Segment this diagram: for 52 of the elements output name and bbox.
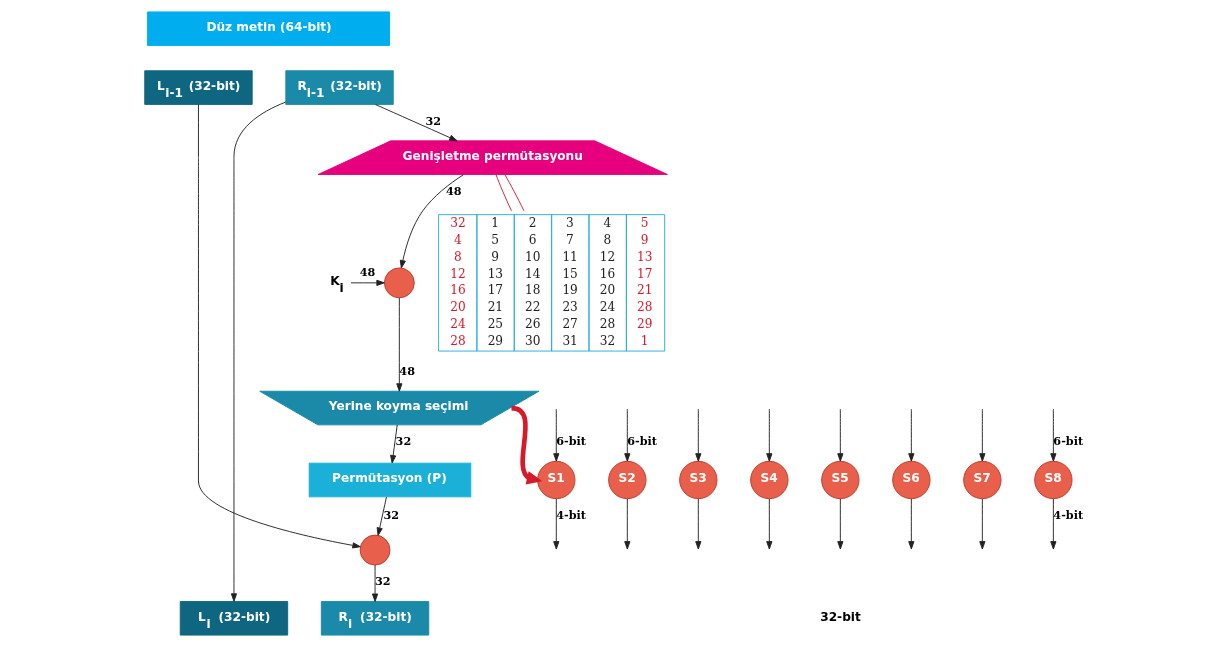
arrow [765,498,772,550]
node-box: Düz metin (64-bit) [146,11,390,46]
arrow [978,408,985,462]
arrow [399,174,464,269]
arrow [765,408,772,462]
edge-label: 48 [359,264,375,279]
edge-label: 6-bit [626,434,657,449]
node-circle: S1 [536,460,575,500]
node-circle: S8 [1033,460,1072,500]
node-circle: S3 [678,460,717,500]
arrow [197,104,361,549]
arrow [694,498,701,550]
arrow [374,104,458,142]
edge-label: 6-bit [1052,434,1083,449]
edge-label: 6-bit [555,434,586,449]
connector [495,174,512,212]
arrow [907,408,914,462]
arrow [978,498,985,550]
edge-label: 32 [395,434,411,449]
edge-label: 48 [398,363,415,378]
arrow [552,408,559,462]
arrow [836,498,843,550]
edge-label: 32 [374,574,391,589]
edge-label: 48 [445,183,462,198]
arrow [907,498,914,550]
arrow [694,408,701,462]
label: 32-bit [819,609,861,624]
arrow [1049,408,1056,462]
arrow [510,405,542,485]
edge-label: 4-bit [555,507,586,522]
arrow [1049,498,1056,550]
arrow [623,498,630,550]
node-circle: S7 [962,460,1001,500]
node-circle: S5 [820,460,859,500]
arrow [349,279,385,286]
arrow [376,496,387,536]
arrow [623,408,630,462]
node-circle: S6 [891,460,930,500]
edge-label: 32 [425,113,441,128]
edge-label: 32 [382,507,399,522]
node-circle: S4 [749,460,788,500]
arrow [836,408,843,462]
node-circle [383,267,415,299]
connector [503,174,524,212]
arrow [389,424,398,464]
arrow [371,564,378,602]
node-box: Permütasyon (P) [308,462,471,498]
arrow [230,101,286,602]
arrow [552,498,559,550]
node-circle [359,534,390,566]
node-circle: S2 [607,460,646,500]
arrow [395,297,402,392]
